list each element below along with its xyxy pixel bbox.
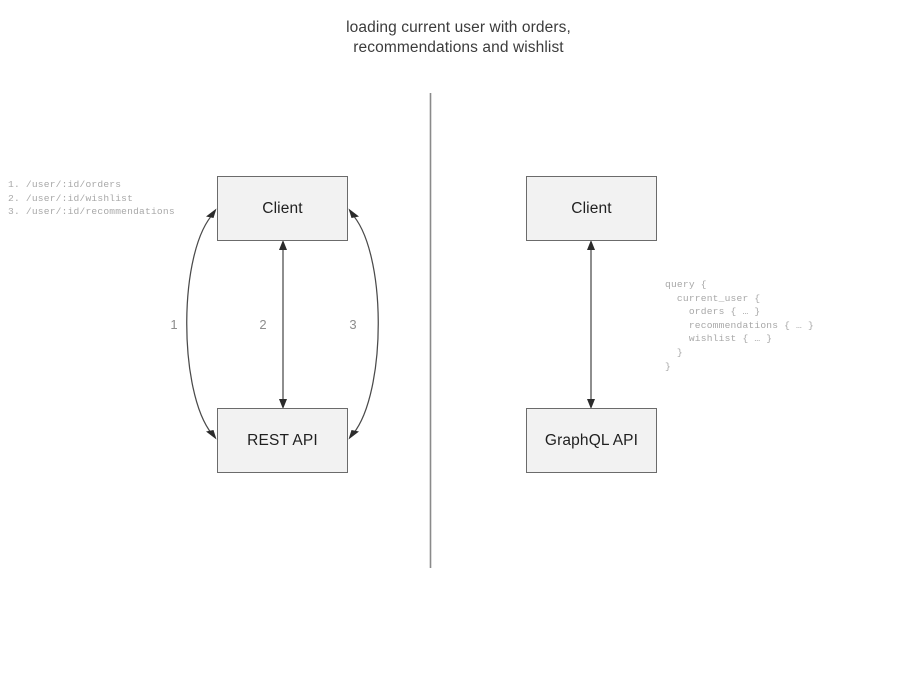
graphql-edge-arrowhead-top xyxy=(587,240,595,250)
rest-edge-3-arrowhead-top xyxy=(348,208,359,218)
rest-edge-1-label: 1 xyxy=(170,317,178,332)
diagram-title-line-2: recommendations and wishlist xyxy=(353,39,564,56)
rest-edge-2-arrowhead-top xyxy=(279,240,287,250)
rest-edge-2-label: 2 xyxy=(259,317,267,332)
node-client-rest-label: Client xyxy=(262,199,303,217)
rest-edge-1-arrowhead-top xyxy=(206,208,217,218)
rest-edge-3-label: 3 xyxy=(349,317,357,332)
node-client-graphql[interactable]: Client xyxy=(526,176,657,241)
rest-edge-1-arrowhead-bottom xyxy=(206,430,217,440)
rest-endpoints-list: 1. /user/:id/orders 2. /user/:id/wishlis… xyxy=(8,179,175,218)
rest-edge-1-curve xyxy=(186,212,215,435)
node-graphql-api-label: GraphQL API xyxy=(544,431,639,449)
node-rest-api[interactable]: REST API xyxy=(217,408,348,473)
node-graphql-api[interactable]: GraphQL API xyxy=(526,408,657,473)
node-rest-api-label: REST API xyxy=(247,431,318,449)
node-client-rest[interactable]: Client xyxy=(217,176,348,241)
graphql-query-snippet: query { current_user { orders { … } reco… xyxy=(665,279,814,372)
diagram-title: loading current user with orders, recomm… xyxy=(0,18,917,58)
rest-edge-3-arrowhead-bottom xyxy=(348,430,359,440)
diagram-title-line-1: loading current user with orders, xyxy=(346,19,571,36)
node-client-graphql-label: Client xyxy=(571,199,612,217)
